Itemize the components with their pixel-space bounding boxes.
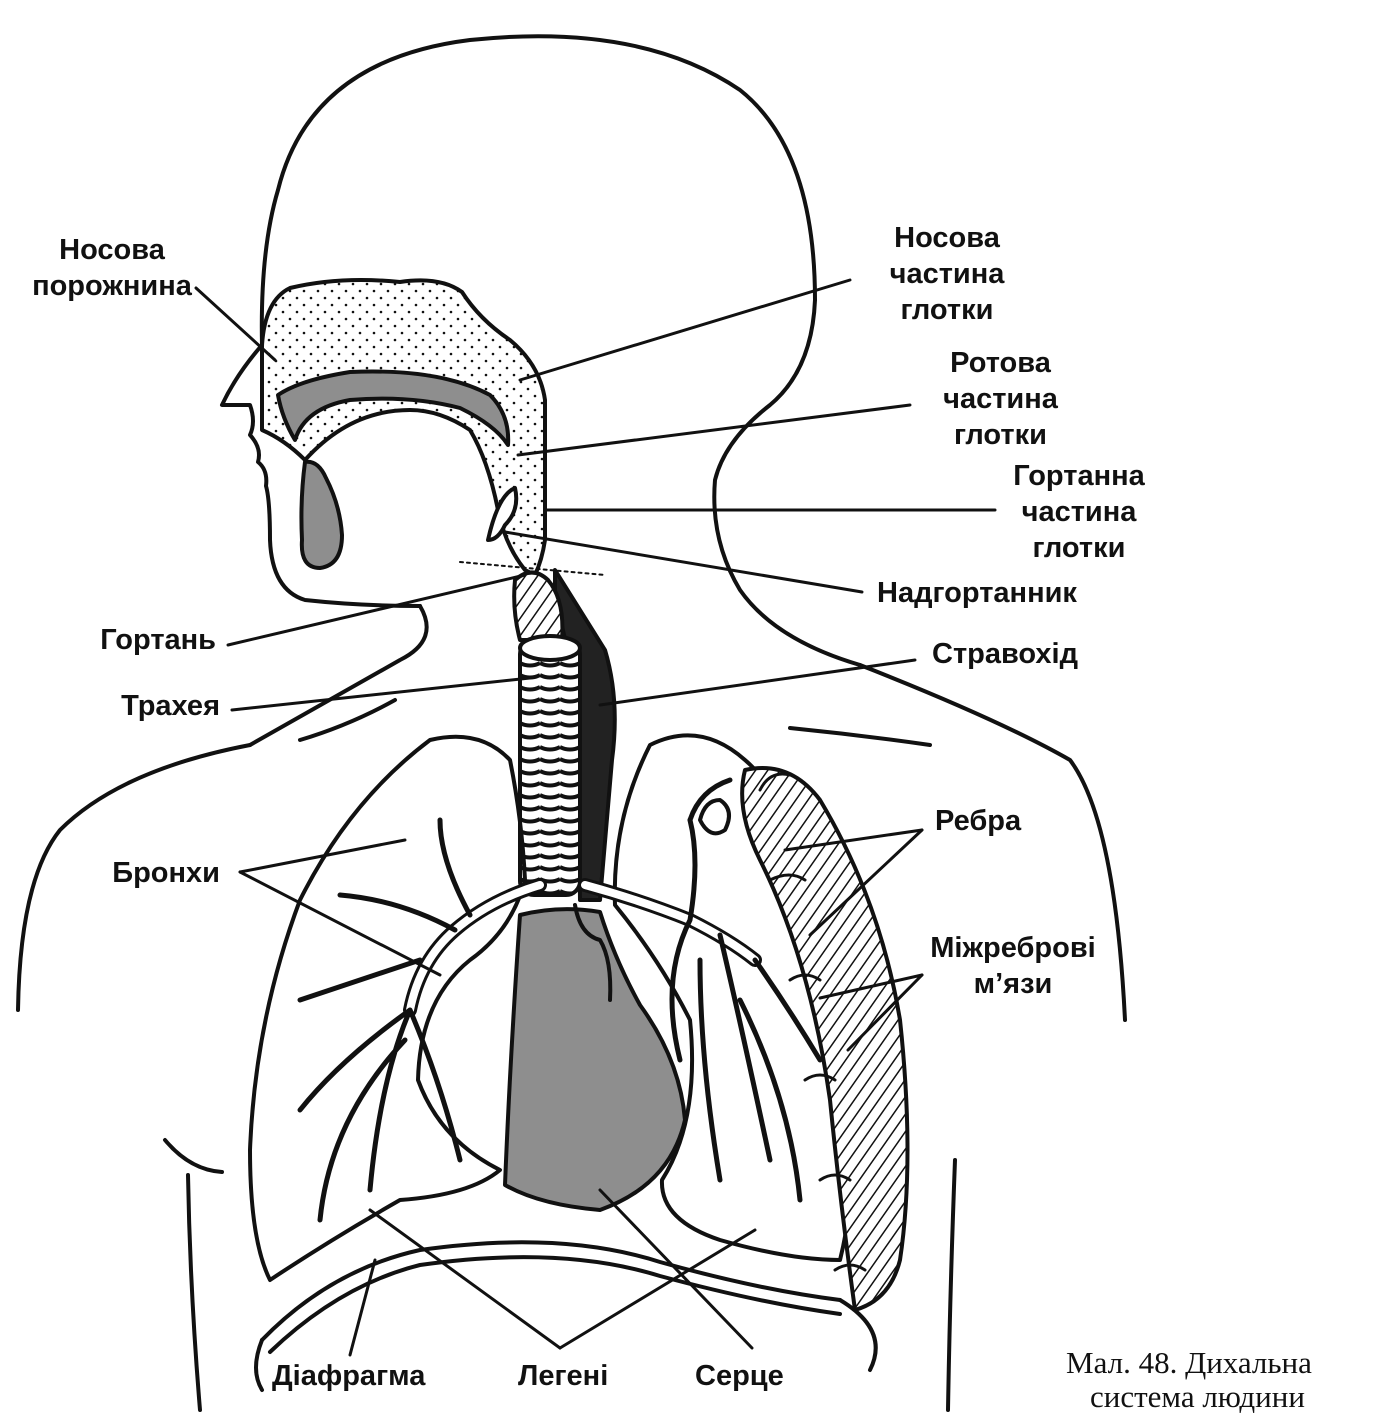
left-armpit: [163, 1138, 224, 1174]
left-arm-line: [186, 1173, 202, 1412]
neck-front: [248, 604, 429, 747]
label-lungs: Легені: [518, 1360, 609, 1392]
epiglottis-shape: [486, 486, 519, 542]
hard-palate: [276, 369, 511, 447]
right-arm-line: [946, 1158, 957, 1412]
label-nasopharynx: Носова частина глотки: [889, 222, 1005, 326]
ribs-band: [740, 766, 910, 1312]
left-lung: [248, 734, 527, 1282]
heart-shape: [503, 907, 687, 1212]
caption-line-1: Мал. 48. Дихальна: [1066, 1345, 1312, 1380]
label-nasal-cavity: Носова порожнина: [32, 234, 192, 302]
left-collarbone: [298, 698, 397, 742]
nasal-cavity-shape: [260, 278, 547, 577]
tongue: [299, 459, 344, 570]
label-ribs: Ребра: [935, 805, 1022, 837]
right-collarbone: [788, 726, 932, 747]
larynx-shape: [512, 570, 565, 642]
label-esophagus: Стравохід: [932, 638, 1079, 670]
skull-outline: [259, 34, 862, 667]
left-bronchiole-1: [297, 817, 473, 1223]
label-larynx: Гортань: [100, 624, 216, 656]
label-intercostal-muscles: Міжреброві м’язи: [930, 932, 1096, 1000]
label-epiglottis: Надгортанник: [877, 577, 1077, 609]
label-trachea: Трахея: [121, 690, 220, 722]
label-heart: Серце: [695, 1360, 784, 1392]
label-bronchi: Бронхи: [112, 857, 220, 889]
left-shoulder: [16, 743, 252, 1012]
right-shoulder: [858, 663, 1127, 1022]
label-diaphragm: Діафрагма: [272, 1360, 426, 1392]
aorta: [573, 903, 613, 1002]
label-oropharynx: Ротова частина глотки: [943, 347, 1058, 451]
head-outline: [220, 343, 422, 608]
diaphragm-line: [260, 1240, 842, 1342]
right-bronchiole-1: [669, 817, 823, 1203]
caption-line-2: система людини: [1090, 1379, 1305, 1414]
label-laryngopharynx: Гортанна частина глотки: [1013, 460, 1145, 564]
